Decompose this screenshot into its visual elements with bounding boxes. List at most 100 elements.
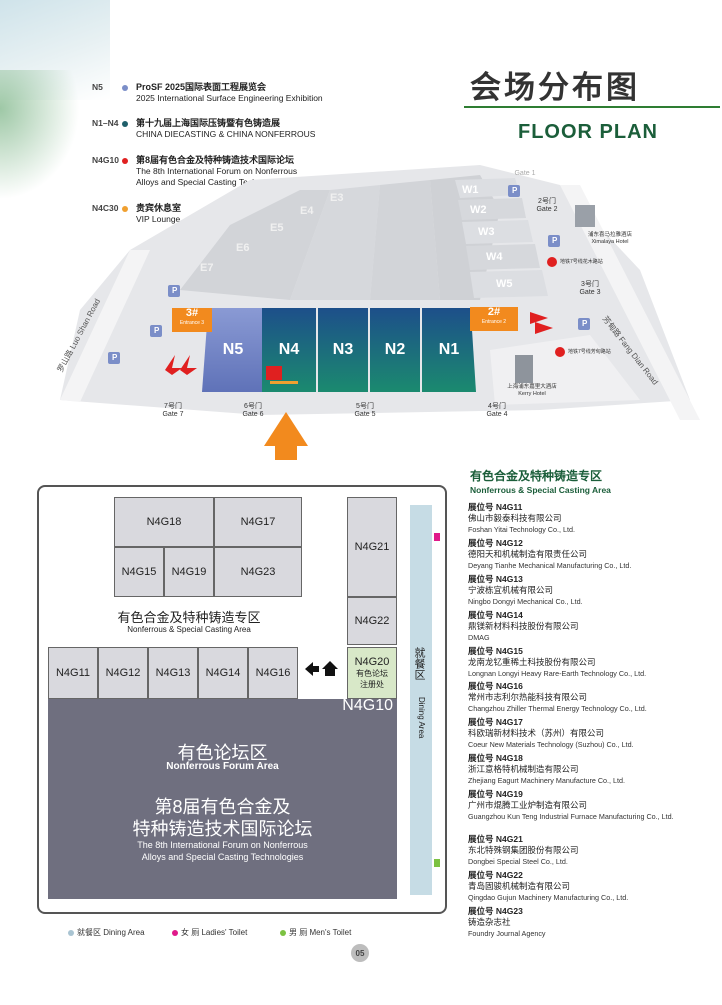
legend-title: 贵宾休息室 — [136, 203, 182, 213]
booth-n4g16[interactable]: N4G16 — [248, 647, 298, 699]
forum-marker-red — [266, 366, 282, 380]
exhibitor-booth: 展位号 N4G12 — [468, 538, 523, 548]
dining-label-cn: 就餐区 — [413, 647, 425, 680]
gate-1-en: Gate 1 — [514, 170, 536, 177]
forum-code: N4G10 — [342, 697, 393, 714]
legend-code: N4G10 — [92, 155, 119, 165]
exhibitor-name-en: DMAG — [468, 633, 490, 642]
hall-n3[interactable]: N3 — [318, 308, 368, 392]
hotel-kerry-cn: 上海浦东嘉里大酒店 — [507, 384, 557, 390]
exhibitor-booth: 展位号 N4G13 — [468, 574, 523, 584]
legend-dot — [122, 121, 128, 127]
legend-sub2: Alloys and Special Casting Technologies — [136, 177, 289, 187]
entrance-2[interactable]: 2# Entrance 2 — [470, 307, 518, 331]
exhibitor-name-cn: 宁波栋宜机械有限公司 — [468, 585, 554, 595]
legend-sub: CHINA DIECASTING & CHINA NONFERROUS — [136, 129, 316, 139]
hall-floor-plan: N4G18 N4G17 N4G15 N4G19 N4G23 N4G21 N4G2… — [37, 485, 447, 914]
booth-n4g18[interactable]: N4G18 — [114, 497, 214, 547]
hall-n1[interactable]: N1 — [422, 308, 476, 392]
booth-n4g12[interactable]: N4G12 — [98, 647, 148, 699]
ladies-toilet-marker — [434, 533, 440, 541]
mens-toilet-dot — [280, 929, 286, 936]
forum-area-n4g10[interactable]: N4G10 有色论坛区 Nonferrous Forum Area 第8届有色合… — [48, 697, 397, 899]
exhibitor-booth: 展位号 N4G22 — [468, 870, 523, 880]
exhibitor-booth: 展位号 N4G17 — [468, 717, 523, 727]
legend-code: N5 — [92, 82, 103, 92]
hall-w2: W2 — [470, 204, 487, 216]
exhibitor-list-title-en: Nonferrous & Special Casting Area — [470, 485, 611, 495]
forum-title-en-2: Alloys and Special Casting Technologies — [141, 852, 304, 862]
hall-e6: E6 — [236, 242, 250, 254]
header-photo-green — [0, 70, 80, 200]
hall-e5: E5 — [270, 222, 284, 234]
exhibitor-name-en: Deyang Tianhe Mechanical Manufacturing C… — [468, 561, 632, 570]
legend-ladies-toilet: 女 厕 Ladies' Toilet — [172, 927, 247, 938]
hall-n2[interactable]: N2 — [370, 308, 420, 392]
hotel-ximalaya-cn: 浦东喜马拉雅酒店 — [587, 232, 632, 238]
booth-n4g21[interactable]: N4G21 — [347, 497, 397, 597]
zone-label-cn: 有色合金及特种铸造专区 — [117, 610, 261, 625]
exhibitor-name-en: Dongbei Special Steel Co., Ltd. — [468, 857, 568, 866]
forum-label-en: Nonferrous Forum Area — [166, 761, 279, 772]
gate-4-en: Gate 4 — [486, 411, 508, 418]
exhibitor-name-en: Qingdao Gujun Machinery Manufacturing Co… — [468, 893, 629, 902]
gate-3-en: Gate 3 — [579, 289, 601, 296]
ladies-toilet-dot — [172, 929, 178, 936]
legend-title: 第十九届上海国际压铸暨有色铸造展 — [136, 118, 281, 128]
registration-code: N4G20 — [354, 655, 390, 668]
gate-2-cn: 2号门 — [538, 198, 556, 205]
parking-icon: P — [154, 326, 160, 335]
gate-3-cn: 3号门 — [581, 281, 599, 288]
exhibitor-name-en: Changzhou Zhiller Thermal Energy Technol… — [468, 704, 647, 713]
title-divider — [464, 106, 720, 108]
exhibitor-booth: 展位号 N4G14 — [468, 610, 523, 620]
gate-6-en: Gate 6 — [242, 411, 264, 418]
parking-icon: P — [112, 353, 118, 362]
zone-label-en: Nonferrous & Special Casting Area — [127, 625, 251, 634]
booth-n4g22[interactable]: N4G22 — [347, 597, 397, 645]
exhibitor-name-cn: 东北特殊钢集团股份有限公司 — [468, 845, 579, 855]
page-number: 05 — [351, 944, 369, 962]
booth-n4g13[interactable]: N4G13 — [148, 647, 198, 699]
dining-area[interactable] — [410, 505, 432, 895]
exhibitor-name-en: Foundry Journal Agency — [468, 929, 546, 938]
hall-e7: E7 — [200, 262, 214, 274]
gate-6-cn: 6号门 — [244, 403, 262, 410]
exhibitor-name-en: Guangzhou Kun Teng Industrial Furnace Ma… — [468, 812, 674, 821]
booth-n4g23[interactable]: N4G23 — [214, 547, 302, 597]
entrance-3[interactable]: 3# Entrance 3 — [172, 308, 212, 332]
gate-5-cn: 5号门 — [356, 403, 374, 410]
booth-n4g15[interactable]: N4G15 — [114, 547, 164, 597]
booth-n4g17[interactable]: N4G17 — [214, 497, 302, 547]
registration-line2: 注册处 — [360, 679, 384, 689]
hall-n5[interactable]: N5 — [202, 308, 264, 392]
exhibitor-name-cn: 广州市焜腾工业炉制造有限公司 — [468, 800, 588, 810]
exhibitor-name-en: Coeur New Materials Technology (Suzhou) … — [468, 740, 634, 749]
booth-n4g19[interactable]: N4G19 — [164, 547, 214, 597]
exhibitor-name-en: Zhejiang Eagurt Machinery Manufacture Co… — [468, 776, 626, 785]
legend-title: 第8届有色合金及特种铸造技术国际论坛 — [136, 155, 295, 165]
hall-w3: W3 — [478, 226, 495, 238]
booth-n4g20-registration[interactable]: N4G20 有色论坛 注册处 — [347, 647, 397, 699]
legend-title: ProSF 2025国际表面工程展览会 — [136, 82, 267, 92]
dining-dot — [68, 929, 74, 936]
forum-title-cn-1: 第8届有色合金及 — [154, 797, 291, 817]
parking-icon: P — [582, 319, 588, 328]
exhibitor-name-cn: 铸造杂志社 — [468, 917, 511, 927]
exhibitor-name-cn: 青岛固骏机械制造有限公司 — [468, 881, 571, 891]
booth-n4g14[interactable]: N4G14 — [198, 647, 248, 699]
exhibitor-booth: 展位号 N4G23 — [468, 906, 523, 916]
booth-n4g11[interactable]: N4G11 — [48, 647, 98, 699]
forum-title-en-1: The 8th International Forum on Nonferrou… — [137, 840, 308, 850]
legend-code: N4C30 — [92, 203, 119, 213]
forum-title-cn-2: 特种铸造技术国际论坛 — [132, 819, 313, 839]
hall-e3: E3 — [330, 192, 344, 204]
registration-line1: 有色论坛 — [356, 668, 388, 678]
